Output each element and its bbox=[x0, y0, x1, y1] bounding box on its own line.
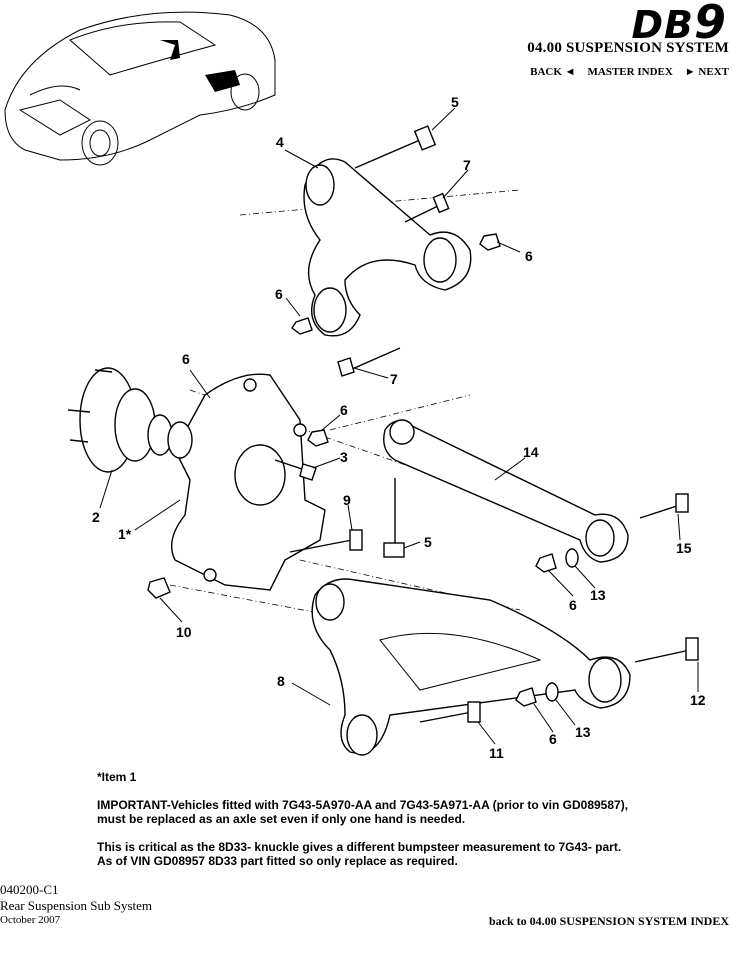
callout-14: 14 bbox=[523, 444, 539, 460]
callout-6-toe: 6 bbox=[569, 597, 577, 613]
nut-6-lower bbox=[515, 687, 537, 707]
section-title: 04.00 SUSPENSION SYSTEM bbox=[527, 40, 729, 56]
bolt-5-upper bbox=[354, 125, 437, 169]
callout-1: 1* bbox=[118, 526, 132, 542]
nav-bar: BACK ◄ MASTER INDEX ► NEXT bbox=[530, 66, 729, 78]
callout-13-lower: 13 bbox=[575, 724, 591, 740]
nut-10 bbox=[147, 577, 171, 599]
callout-7-lower: 7 bbox=[390, 371, 398, 387]
upper-control-arm bbox=[303, 158, 472, 337]
nut-6-left bbox=[291, 317, 313, 335]
leader-lines bbox=[99, 107, 699, 745]
nut-6-right bbox=[479, 233, 501, 251]
callout-4: 4 bbox=[276, 134, 284, 150]
callout-15: 15 bbox=[676, 540, 692, 556]
toe-link bbox=[383, 419, 629, 563]
note-important-1: IMPORTANT-Vehicles fitted with 7G43-5A97… bbox=[97, 798, 629, 812]
exploded-diagram bbox=[4, 11, 699, 756]
note-critical-1: This is critical as the 8D33- knuckle gi… bbox=[97, 840, 622, 854]
footer-title: Rear Suspension Sub System bbox=[0, 898, 153, 913]
next-link[interactable]: ► NEXT bbox=[684, 66, 729, 78]
callout-5-lower: 5 bbox=[424, 534, 432, 550]
bolt-7-lower bbox=[337, 347, 401, 377]
note-important-2: must be replaced as an axle set even if … bbox=[97, 812, 466, 826]
wheel-hub bbox=[67, 367, 173, 473]
bolt-11 bbox=[419, 701, 481, 723]
callout-11: 11 bbox=[489, 745, 504, 761]
bolt-9 bbox=[289, 529, 363, 553]
callout-6-knuckle-top: 6 bbox=[182, 351, 190, 367]
logo-text: DB bbox=[631, 3, 694, 47]
callout-10: 10 bbox=[176, 624, 192, 640]
callout-6-knuckle: 6 bbox=[340, 402, 348, 418]
car-thumbnail bbox=[4, 11, 276, 166]
callout-12: 12 bbox=[690, 692, 706, 708]
note-critical-2: As of VIN GD08957 8D33 part fitted so on… bbox=[97, 854, 458, 868]
hub-knuckle bbox=[167, 373, 326, 591]
callout-7-upper: 7 bbox=[463, 157, 471, 173]
note-item: *Item 1 bbox=[97, 770, 137, 784]
callout-8: 8 bbox=[277, 673, 285, 689]
bolt-7-upper bbox=[404, 192, 450, 223]
callout-5-upper: 5 bbox=[451, 94, 459, 110]
back-to-index-link[interactable]: back to 04.00 SUSPENSION SYSTEM INDEX bbox=[488, 914, 729, 928]
callout-2: 2 bbox=[92, 509, 100, 525]
master-index-link[interactable]: MASTER INDEX bbox=[587, 66, 673, 78]
bolt-12 bbox=[634, 637, 699, 663]
back-link[interactable]: BACK ◄ bbox=[530, 66, 576, 78]
bolt-5-vertical bbox=[383, 478, 405, 558]
nut-6-toe bbox=[535, 553, 557, 573]
callout-13-upper: 13 bbox=[590, 587, 606, 603]
washer-13-lower bbox=[545, 682, 559, 702]
nut-6-knuckle bbox=[307, 429, 329, 447]
lower-control-arm bbox=[311, 578, 631, 756]
callout-6-right: 6 bbox=[525, 248, 533, 264]
logo-nine: 9 bbox=[693, 0, 727, 49]
callout-6-left: 6 bbox=[275, 286, 283, 302]
washer-13-upper bbox=[565, 548, 579, 568]
callout-9: 9 bbox=[343, 492, 351, 508]
callout-6-lower: 6 bbox=[549, 731, 557, 747]
bolt-15 bbox=[639, 493, 689, 519]
callout-3: 3 bbox=[340, 449, 348, 465]
db9-logo: DB9 bbox=[631, 0, 727, 47]
footer-code: 040200-C1 bbox=[0, 882, 59, 897]
footer-date: October 2007 bbox=[0, 914, 61, 926]
notes-block: *Item 1 IMPORTANT-Vehicles fitted with 7… bbox=[97, 770, 717, 868]
bolt-3 bbox=[274, 459, 317, 481]
